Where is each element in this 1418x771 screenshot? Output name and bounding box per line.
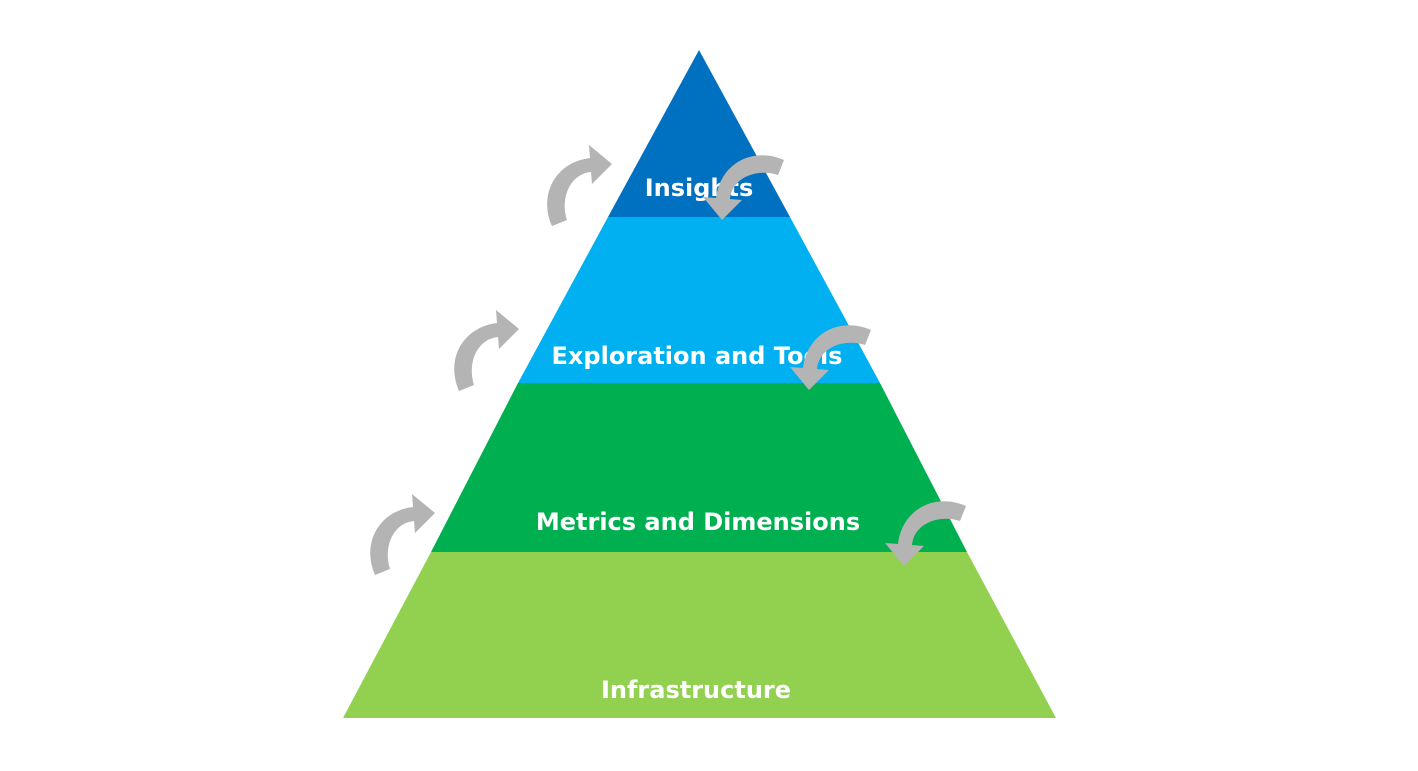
curved-arrow-icon: [454, 310, 519, 391]
tier-infrastructure-label: Infrastructure: [601, 676, 791, 704]
tier-exploration-shape: [518, 217, 880, 383]
tier-metrics-label: Metrics and Dimensions: [536, 508, 860, 536]
pyramid-tiers: [343, 50, 1056, 718]
pyramid-labels: Insights Exploration and Tools Metrics a…: [536, 174, 860, 704]
curved-arrow-icon: [547, 145, 612, 226]
tier-exploration-label: Exploration and Tools: [552, 342, 843, 370]
tier-metrics-shape: [431, 383, 967, 552]
tier-infrastructure-shape: [343, 552, 1056, 718]
